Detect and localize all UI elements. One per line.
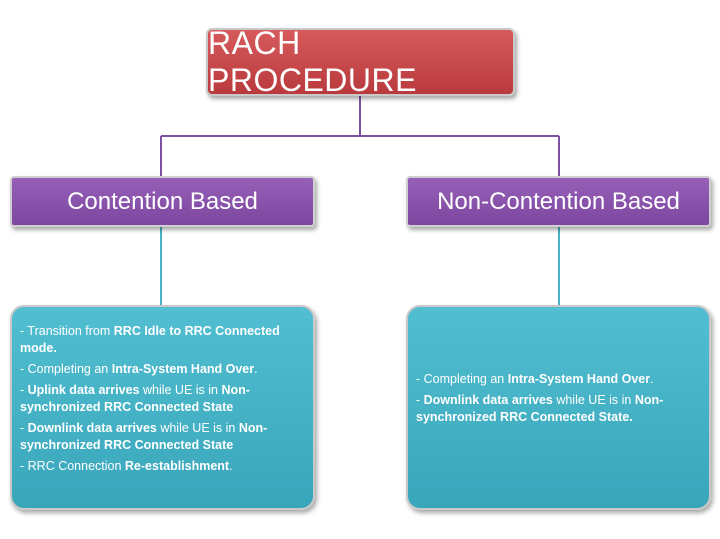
bullet-bold-text: Downlink data arrives bbox=[423, 393, 553, 407]
bullet-bold-text: Non-synchronized RRC Connected State. bbox=[416, 393, 664, 424]
detail-bullet: - Completing an Intra-System Hand Over. bbox=[20, 361, 303, 378]
bullet-bold-text: RRC Idle to RRC Connected mode. bbox=[20, 324, 280, 355]
bullet-bold-text: Intra-System Hand Over bbox=[111, 362, 255, 376]
bullet-bold-text: Re-establishment bbox=[124, 459, 230, 473]
category-label-contention-based: Contention Based bbox=[67, 187, 258, 215]
bullet-bold-text: Non-synchronized RRC Connected State bbox=[20, 421, 268, 452]
detail-connectors bbox=[160, 227, 560, 305]
bullet-text: - bbox=[20, 421, 28, 435]
bullet-bold-text: Non-synchronized RRC Connected State bbox=[20, 383, 250, 414]
bullet-text: while UE is in bbox=[139, 383, 222, 397]
bullet-text: while UE is in bbox=[156, 421, 239, 435]
detail-box-contention-based: - Transition from RRC Idle to RRC Connec… bbox=[10, 305, 315, 510]
detail-bullet: - Downlink data arrives while UE is in N… bbox=[416, 392, 699, 426]
bullet-text: - bbox=[20, 383, 28, 397]
bullet-text: - Completing an bbox=[416, 372, 508, 386]
bullet-bold-text: Downlink data arrives bbox=[27, 421, 157, 435]
bullet-text: - Transition from bbox=[20, 324, 114, 338]
bullet-text: - Completing an bbox=[20, 362, 112, 376]
bullet-bold-text: Uplink data arrives bbox=[27, 383, 140, 397]
category-label-non-contention-based: Non-Contention Based bbox=[437, 187, 680, 215]
bullet-text: while UE is in bbox=[552, 393, 635, 407]
detail-bullet: - Downlink data arrives while UE is in N… bbox=[20, 420, 303, 454]
detail-bullet: - Uplink data arrives while UE is in Non… bbox=[20, 382, 303, 416]
root-node-rach-procedure: RACH PROCEDURE bbox=[206, 25, 515, 98]
bullet-text: - RRC Connection bbox=[20, 459, 125, 473]
root-connectors bbox=[160, 96, 560, 176]
detail-box-non-contention-based: - Completing an Intra-System Hand Over.-… bbox=[406, 305, 711, 510]
category-node-contention-based: Contention Based bbox=[10, 176, 315, 227]
detail-bullet: - RRC Connection Re-establishment. bbox=[20, 458, 303, 475]
bullet-text: . bbox=[229, 459, 233, 473]
category-node-non-contention-based: Non-Contention Based bbox=[406, 176, 711, 227]
bullet-text: . bbox=[254, 362, 258, 376]
root-node-label: RACH PROCEDURE bbox=[208, 25, 417, 98]
detail-bullet: - Completing an Intra-System Hand Over. bbox=[416, 371, 699, 388]
detail-bullet: - Transition from RRC Idle to RRC Connec… bbox=[20, 323, 303, 357]
bullet-text: . bbox=[650, 372, 654, 386]
bullet-text: - bbox=[416, 393, 424, 407]
bullet-bold-text: Intra-System Hand Over bbox=[507, 372, 651, 386]
